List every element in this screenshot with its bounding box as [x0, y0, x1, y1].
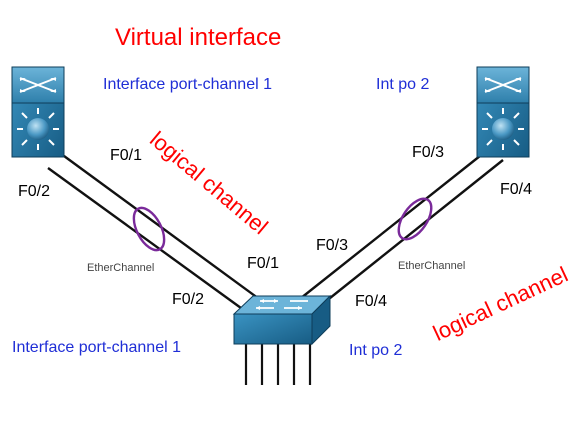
cable-right-f03: [295, 147, 491, 303]
port-label-center-f02: F0/2: [172, 291, 205, 308]
left-switch-interface-label: Interface port-channel 1: [103, 76, 272, 93]
port-label-left-f02: F0/2: [18, 183, 51, 200]
port-label-right-f04: F0/4: [500, 181, 533, 198]
etherchannel-label-right: EtherChannel: [398, 260, 466, 272]
port-label-center-f03: F0/3: [316, 237, 349, 254]
port-label-right-f03: F0/3: [412, 144, 445, 161]
diagram-title: Virtual interface: [115, 24, 282, 51]
etherchannel-ring-right: [397, 197, 433, 241]
right-multilayer-switch-icon[interactable]: [476, 66, 530, 158]
link-cables: [47, 147, 504, 317]
right-switch-interface-label: Int po 2: [376, 76, 430, 93]
cable-left-f02: [47, 167, 253, 317]
cable-right-f04: [309, 159, 504, 315]
bottom-left-interface-label: Interface port-channel 1: [12, 339, 181, 356]
bottom-right-interface-label: Int po 2: [349, 342, 403, 359]
cable-left-f01: [63, 155, 267, 305]
port-label-center-f01: F0/1: [247, 255, 280, 272]
port-label-left-f01: F0/1: [110, 147, 143, 164]
etherchannel-ring-left: [132, 206, 166, 252]
left-multilayer-switch-icon[interactable]: [11, 66, 65, 158]
center-switch-icon[interactable]: [232, 294, 332, 385]
etherchannel-label-left: EtherChannel: [87, 262, 155, 274]
port-label-center-f04: F0/4: [355, 293, 388, 310]
